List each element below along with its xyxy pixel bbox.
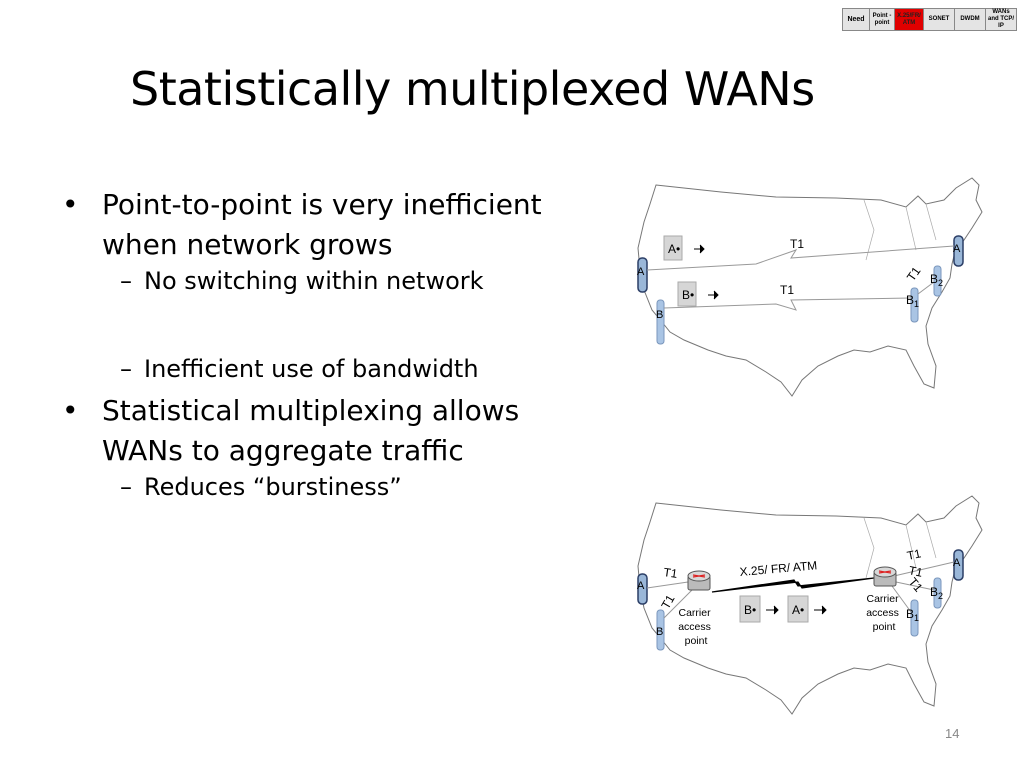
arrow-b-icon	[708, 290, 719, 300]
packet-box-a	[663, 235, 683, 261]
us-map-outline	[637, 177, 983, 397]
dash-glyph: –	[120, 267, 132, 295]
sub-bullet-inefficient-bandwidth: – Inefficient use of bandwidth	[62, 353, 592, 385]
dash-glyph: –	[120, 355, 132, 383]
bullet-list: • Point-to-point is very inefficient whe…	[62, 185, 592, 503]
bullet-point-to-point: • Point-to-point is very inefficient whe…	[62, 185, 592, 265]
west-router-a-label: A	[637, 266, 645, 278]
map-region-line	[863, 517, 937, 579]
nav-cell-dwdm[interactable]: DWDM	[954, 8, 986, 31]
east-router-a-label: A	[953, 557, 961, 569]
link-b-t1	[663, 297, 912, 311]
east-b1-label: B1	[906, 293, 919, 309]
point-to-point-diagram: A B A A• B• T1 T1 T1 B2 B1	[637, 177, 983, 397]
arrow-a-icon	[694, 244, 705, 254]
bullet-glyph: •	[62, 188, 79, 221]
east-b2-label: B2	[930, 272, 943, 288]
west-router-b-label: B	[656, 626, 663, 638]
sub-bullet-no-switching: – No switching within network	[62, 265, 592, 297]
slide-title: Statistically multiplexed WANs	[130, 62, 815, 116]
topic-nav-table: Need Point - point X.25/FR/ ATM SONET DW…	[842, 8, 1017, 31]
nav-cell-point-to-point[interactable]: Point - point	[869, 8, 895, 31]
link-a-t1	[646, 245, 955, 271]
west-t1-label-b: T1	[658, 592, 677, 611]
sub-bullet-burstiness: – Reduces “burstiness”	[62, 471, 592, 503]
link-west-a	[646, 581, 689, 589]
east-b2-label: B2	[930, 585, 943, 601]
east-router-b2	[933, 577, 942, 609]
stat-mux-diagram: A B A X.25/ FR/ ATM T1 T1 T1 T1 T1 Carri…	[637, 495, 983, 715]
east-carrier-router-icon	[873, 566, 897, 587]
nav-cell-need[interactable]: Need	[842, 8, 870, 31]
arrow-b-icon	[766, 605, 779, 615]
west-carrier-router-icon	[687, 570, 711, 591]
east-router-b2	[933, 265, 942, 297]
nav-cell-sonet[interactable]: SONET	[923, 8, 955, 31]
east-t1-label-b: T1	[907, 563, 924, 580]
page-number: 14	[945, 726, 960, 741]
west-t1-label-a: T1	[663, 565, 679, 581]
map-region-line	[863, 199, 937, 261]
packet-box-b	[739, 595, 761, 623]
nav-cell-x25-fr-atm[interactable]: X.25/FR/ ATM	[894, 8, 924, 31]
link-b2-t1	[917, 281, 935, 295]
link-label-t1-a: T1	[790, 237, 804, 251]
packet-box-a	[787, 595, 809, 623]
bullet-glyph: •	[62, 394, 79, 427]
link-east-a	[893, 561, 955, 577]
west-router-b	[656, 609, 665, 651]
west-router-b-label: B	[656, 309, 663, 321]
packet-a: A•	[668, 242, 680, 256]
arrow-a-icon	[814, 605, 827, 615]
packet-box-b	[677, 281, 697, 307]
east-router-b1	[910, 599, 919, 637]
sub-bullet-text: No switching within network	[144, 267, 484, 295]
nav-cell-wans-tcp-ip[interactable]: WANs and TCP/ IP	[985, 8, 1017, 31]
east-router-a-label: A	[953, 243, 961, 255]
east-router-a	[953, 549, 964, 581]
west-router-a-label: A	[637, 580, 645, 592]
east-router-b1	[910, 287, 919, 323]
packet-b: B•	[682, 288, 694, 302]
us-map-outline	[637, 495, 983, 715]
dash-glyph: –	[120, 473, 132, 501]
spacer	[62, 297, 592, 353]
west-router-a	[637, 257, 648, 293]
wan-network-label: X.25/ FR/ ATM	[739, 558, 818, 579]
bullet-text: Point-to-point is very inefficient when …	[102, 188, 542, 261]
packet-a: A•	[792, 603, 804, 617]
east-b1-label: B1	[906, 607, 919, 623]
link-east-b2	[895, 581, 935, 591]
bullet-statistical-multiplexing: • Statistical multiplexing allows WANs t…	[62, 391, 592, 471]
link-label-t1-b: T1	[780, 283, 794, 297]
link-east-b1	[891, 585, 912, 613]
west-router-b	[656, 299, 665, 345]
link-west-b	[663, 589, 693, 619]
east-t1-label-a: T1	[906, 546, 923, 563]
packet-b: B•	[744, 603, 756, 617]
sub-bullet-text: Reduces “burstiness”	[144, 473, 402, 501]
west-router-a	[637, 573, 648, 605]
west-carrier-label: Carrier access point	[678, 607, 714, 647]
bullet-text: Statistical multiplexing allows WANs to …	[102, 394, 520, 467]
east-carrier-label: Carrier access point	[866, 593, 902, 633]
east-router-a	[953, 235, 964, 267]
sub-bullet-text: Inefficient use of bandwidth	[144, 355, 479, 383]
